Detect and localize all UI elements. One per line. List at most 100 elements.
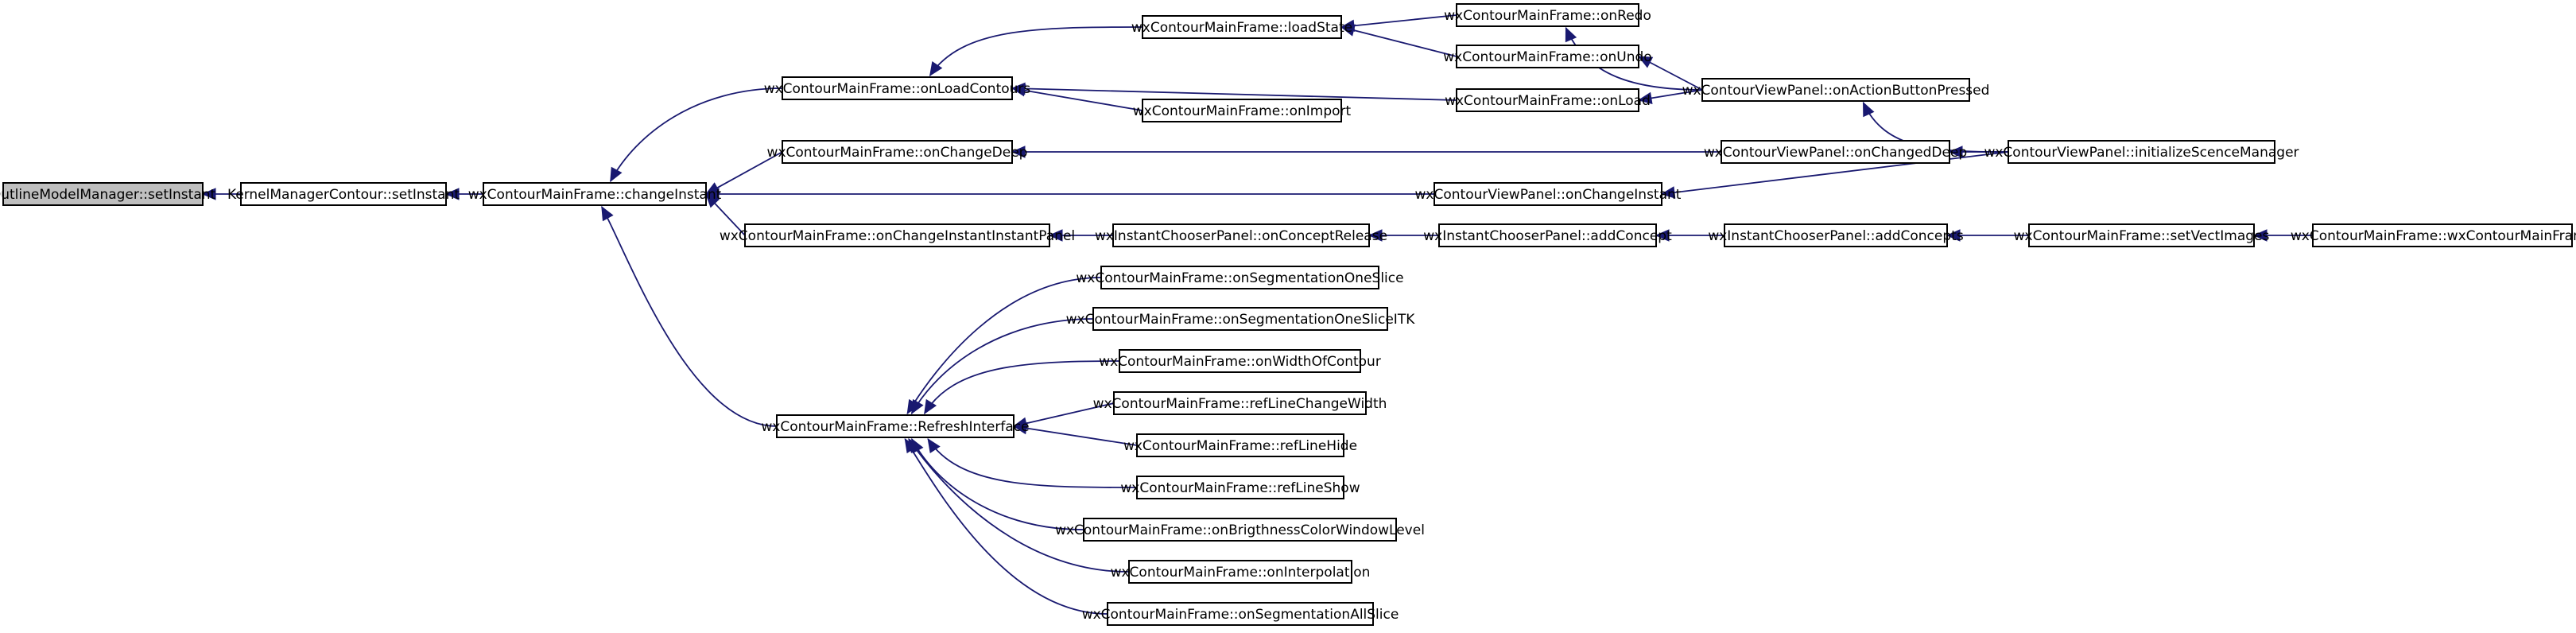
function-node[interactable]: wxContourMainFrame::onUndo	[1443, 45, 1652, 68]
arrowhead-icon	[1011, 82, 1026, 95]
call-edge	[444, 188, 483, 200]
call-edge	[1637, 56, 1703, 91]
call-edge	[910, 437, 1084, 530]
edge-line	[1013, 425, 1138, 446]
function-node[interactable]: KernelManagerContour::setInstant	[227, 182, 460, 206]
call-edge	[927, 437, 1138, 488]
call-edge	[601, 205, 778, 427]
node-label: wxContourMainFrame::RefreshInterface	[761, 419, 1029, 435]
arrowhead-icon	[1637, 56, 1654, 68]
node-box	[2, 182, 204, 206]
root-function-node: OutlineModelManager::setInstant	[0, 182, 216, 206]
function-node[interactable]: wxContourMainFrame::onSegmentationOneSli…	[1076, 266, 1404, 289]
arrowhead-icon	[1011, 146, 1026, 158]
node-label: wxContourMainFrame::onChangeInstantInsta…	[720, 228, 1075, 244]
function-node[interactable]: wxInstantChooserPanel::addConcepts	[1708, 223, 1964, 247]
edge-line	[1340, 26, 1457, 57]
arrowhead-icon	[904, 437, 918, 454]
node-label: wxContourMainFrame::changeInstant	[468, 187, 722, 203]
arrowhead-icon	[1048, 229, 1063, 242]
call-edge	[2252, 229, 2313, 242]
edge-layer	[201, 14, 2313, 615]
edge-line	[904, 438, 1108, 615]
function-node[interactable]: wxContourMainFrame::onBrigthnessColorWin…	[1055, 518, 1425, 542]
function-node[interactable]: wxContourViewPanel::initializeScenceMana…	[1984, 140, 2299, 164]
function-node[interactable]: wxContourMainFrame::onSegmentationOneSli…	[1066, 307, 1416, 331]
function-node[interactable]: wxContourMainFrame::onInterpolation	[1111, 560, 1371, 584]
node-label: wxContourMainFrame::onRedo	[1444, 8, 1651, 24]
arrowhead-icon	[1368, 229, 1383, 242]
function-node[interactable]: wxContourViewPanel::onActionButtonPresse…	[1682, 78, 1990, 102]
node-label: KernelManagerContour::setInstant	[227, 187, 460, 203]
arrowhead-icon	[924, 398, 937, 415]
function-node[interactable]: wxContourMainFrame::onWidthOfContour	[1099, 349, 1381, 373]
call-edge	[1637, 89, 1703, 105]
function-node[interactable]: wxContourMainFrame::onChangeInstantInsta…	[720, 223, 1075, 247]
call-edge	[1565, 26, 1703, 91]
node-layer: OutlineModelManager::setInstant KernelMan…	[0, 3, 2576, 626]
arrowhead-icon	[201, 188, 216, 200]
call-edge	[906, 277, 1102, 415]
function-node[interactable]: wxContourMainFrame::onChangeDeep	[767, 140, 1028, 164]
edge-line	[927, 438, 1138, 488]
edge-line	[929, 26, 1143, 76]
function-node[interactable]: wxContourMainFrame::onSegmentationAllSli…	[1082, 602, 1399, 626]
node-label: wxContourMainFrame::onUndo	[1443, 49, 1651, 65]
call-edge	[609, 87, 783, 183]
call-edge	[1948, 146, 2008, 158]
edge-line	[910, 318, 1094, 414]
node-box	[1142, 99, 1342, 122]
function-node[interactable]: wxContourViewPanel::onChangedDeep	[1704, 140, 1967, 164]
function-node[interactable]: wxContourMainFrame::onLoadContours	[764, 76, 1031, 100]
arrowhead-icon	[1863, 101, 1875, 118]
arrowhead-icon	[1660, 186, 1676, 199]
node-box	[483, 182, 707, 206]
function-node[interactable]: wxContourMainFrame::wxContourMainFrame	[2291, 223, 2576, 247]
call-edge	[1655, 229, 1724, 242]
function-node[interactable]: wxContourMainFrame::setVectImages	[2014, 223, 2270, 247]
edge-line	[924, 360, 1120, 414]
call-edge	[910, 318, 1094, 415]
node-box	[1092, 307, 1388, 331]
function-node[interactable]: wxContourMainFrame::refLineChangeWidth	[1093, 391, 1387, 415]
node-box	[1112, 223, 1370, 247]
arrowhead-icon	[444, 188, 460, 200]
node-label: wxContourMainFrame::onLoadContours	[764, 81, 1031, 97]
function-node[interactable]: wxContourMainFrame::onRedo	[1444, 3, 1651, 27]
arrowhead-icon	[1946, 229, 1961, 242]
function-node[interactable]: wxContourMainFrame::refLineShow	[1120, 476, 1360, 499]
function-node[interactable]: wxContourViewPanel::onChangeInstant	[1415, 182, 1682, 206]
arrowhead-icon	[929, 60, 943, 77]
node-label: wxContourMainFrame::onSegmentationOneSli…	[1076, 270, 1403, 286]
function-node[interactable]: wxContourMainFrame::loadState	[1131, 15, 1352, 39]
node-label: wxContourViewPanel::onActionButtonPresse…	[1682, 83, 1990, 99]
node-box	[1438, 223, 1657, 247]
node-label: wxContourMainFrame::onWidthOfContour	[1099, 354, 1381, 370]
function-node[interactable]: wxContourMainFrame::onImport	[1133, 99, 1352, 122]
node-box	[1433, 182, 1662, 206]
function-node[interactable]: wxInstantChooserPanel::onConceptRelease	[1095, 223, 1387, 247]
node-label: wxContourMainFrame::wxContourMainFrame	[2291, 228, 2576, 244]
call-edge	[1048, 229, 1113, 242]
call-edge	[904, 437, 1108, 615]
node-label: wxContourMainFrame::loadState	[1131, 20, 1352, 36]
function-node[interactable]: wxContourMainFrame::changeInstant	[468, 182, 722, 206]
edge-line	[910, 438, 1084, 530]
function-node[interactable]: wxContourMainFrame::RefreshInterface	[761, 414, 1030, 438]
node-box	[1119, 349, 1361, 373]
edge-line	[906, 277, 1102, 414]
node-label: wxContourViewPanel::initializeScenceMana…	[1984, 145, 2299, 161]
node-box	[782, 76, 1013, 100]
call-edge	[704, 188, 1434, 200]
call-edge	[1340, 24, 1457, 57]
function-node[interactable]: wxContourMainFrame::refLineHide	[1123, 433, 1357, 457]
function-node[interactable]: wxContourMainFrame::onLoad	[1445, 88, 1651, 112]
node-label: wxContourMainFrame::onInterpolation	[1111, 565, 1371, 581]
function-node[interactable]: wxInstantChooserPanel::addConcept	[1423, 223, 1672, 247]
node-box	[1107, 602, 1374, 626]
node-box	[1142, 15, 1342, 39]
edge-line	[1011, 87, 1143, 111]
node-label: wxInstantChooserPanel::addConcept	[1423, 228, 1672, 244]
node-label: wxContourMainFrame::onBrigthnessColorWin…	[1055, 522, 1425, 538]
